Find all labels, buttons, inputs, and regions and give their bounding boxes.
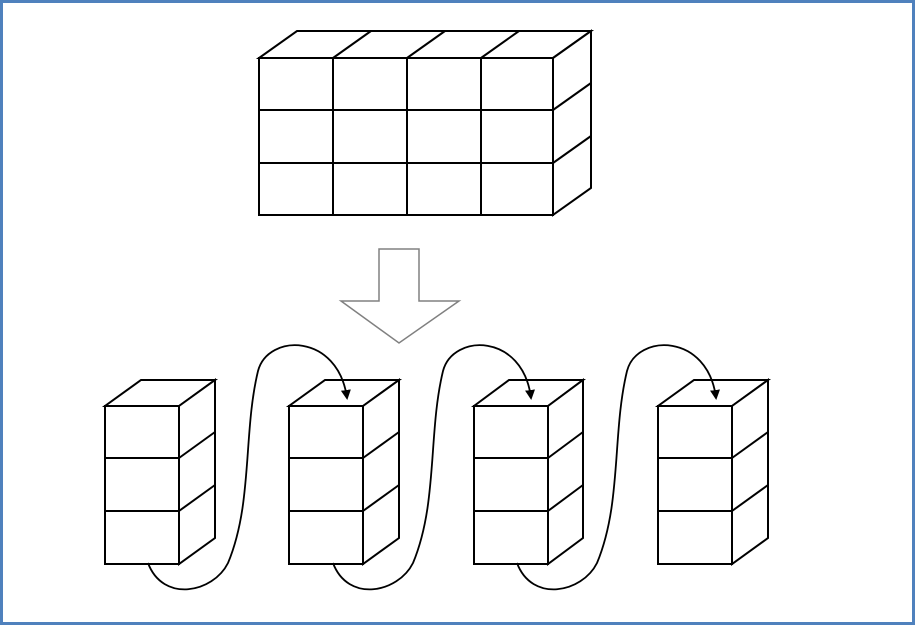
target-column-3	[470, 378, 587, 566]
column-grid-line	[362, 431, 400, 459]
source-block-grid-line	[480, 30, 520, 59]
column-front-face	[473, 405, 549, 565]
diagram-canvas	[101, 29, 772, 591]
source-block-grid-line	[406, 30, 446, 59]
target-column-1	[101, 378, 219, 566]
target-column-4	[654, 378, 772, 566]
column-grid-line	[362, 484, 400, 512]
source-block-right-face	[552, 29, 592, 217]
connector-arrow-2	[332, 344, 535, 591]
connector-arrow-1	[147, 344, 351, 591]
column-right-face	[547, 378, 584, 566]
target-column-2	[285, 378, 403, 566]
source-block-grid-line	[552, 82, 592, 111]
down-arrow-icon	[338, 248, 462, 344]
column-front-face	[104, 405, 180, 565]
column-grid-line	[731, 431, 769, 459]
connector-arrow-3	[516, 344, 720, 591]
column-front-face	[288, 405, 364, 565]
column-right-face	[731, 378, 769, 566]
source-block	[255, 29, 595, 217]
column-grid-line	[547, 431, 584, 459]
source-block-grid-line	[552, 135, 592, 164]
column-grid-line	[547, 484, 584, 512]
column-right-face	[178, 378, 216, 566]
column-right-face	[362, 378, 400, 566]
source-block-grid-line	[332, 30, 372, 59]
column-front-face	[657, 405, 733, 565]
column-grid-line	[178, 431, 216, 459]
column-grid-line	[178, 484, 216, 512]
column-grid-line	[731, 484, 769, 512]
